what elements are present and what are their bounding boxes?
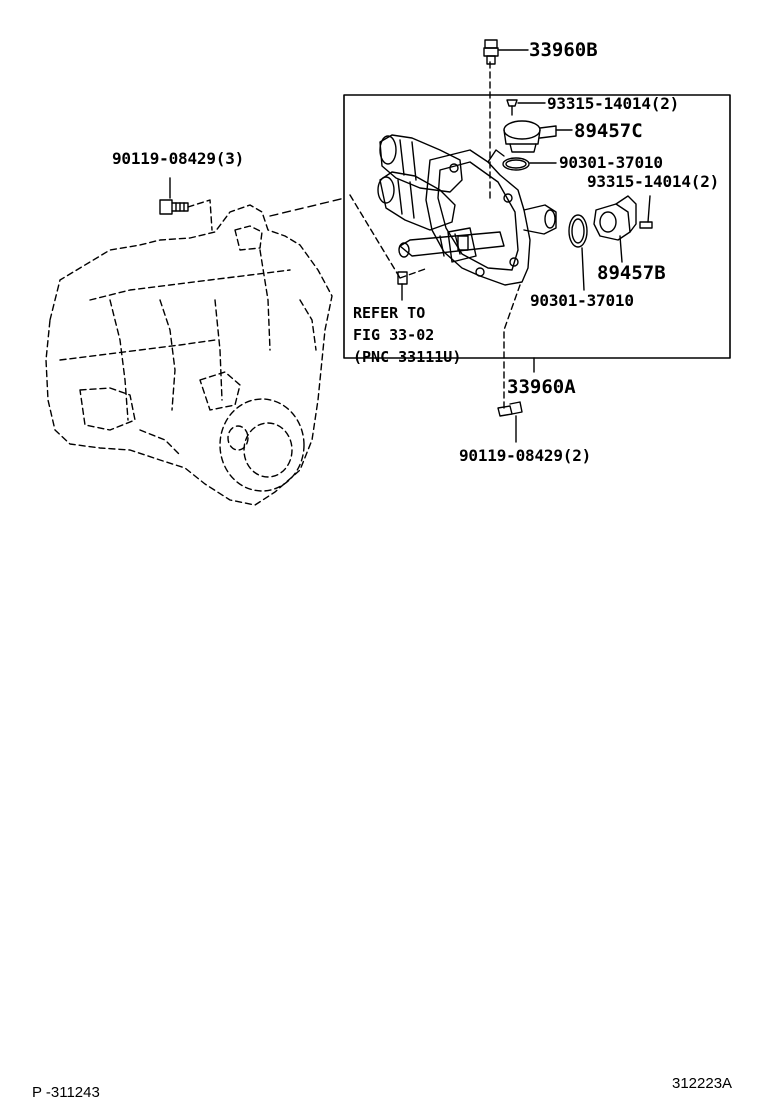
sensor-plug-33960B-drawing [483,39,529,65]
label-90119-left: 90119-08429(3) [112,149,245,168]
housing-to-assembly-leader [269,197,346,217]
assembly-frame [343,94,731,359]
reference-note: REFER TO FIG 33-02 (PNC 33111U) [353,302,461,368]
reference-note-line2: FIG 33-02 [353,326,435,344]
sensor-89457C-drawing [503,120,573,153]
label-90119-bottom: 90119-08429(2) [459,446,592,465]
o-ring-top-drawing [502,157,557,171]
transmission-housing-drawing [45,204,333,506]
bolt-bottom-drawing [497,401,523,443]
bolt-left-drawing [159,177,213,231]
reference-note-line3: (PNC 33111U) [353,348,462,366]
label-90301-top: 90301-37010 [559,153,663,172]
o-ring-bottom-drawing [568,214,588,291]
reference-note-line1: REFER TO [353,304,426,322]
page-code: P -311243 [32,1084,100,1101]
label-33960A: 33960A [507,376,576,398]
label-93315-top: 93315-14014(2) [547,94,680,113]
screw-93315-right-drawing [639,195,653,229]
assembly-reference-dashes [349,61,521,409]
shift-actuator-drawing [377,134,557,286]
label-89457C: 89457C [574,120,643,142]
label-33960B: 33960B [529,39,598,61]
label-89457B: 89457B [597,262,666,284]
sensor-89457B-drawing [593,195,637,263]
label-93315-right: 93315-14014(2) [587,172,720,191]
screw-93315-top-drawing [506,99,546,116]
label-90301-bottom: 90301-37010 [530,291,634,310]
figure-code: 312223A [672,1075,733,1092]
plug-drawing [397,271,408,301]
